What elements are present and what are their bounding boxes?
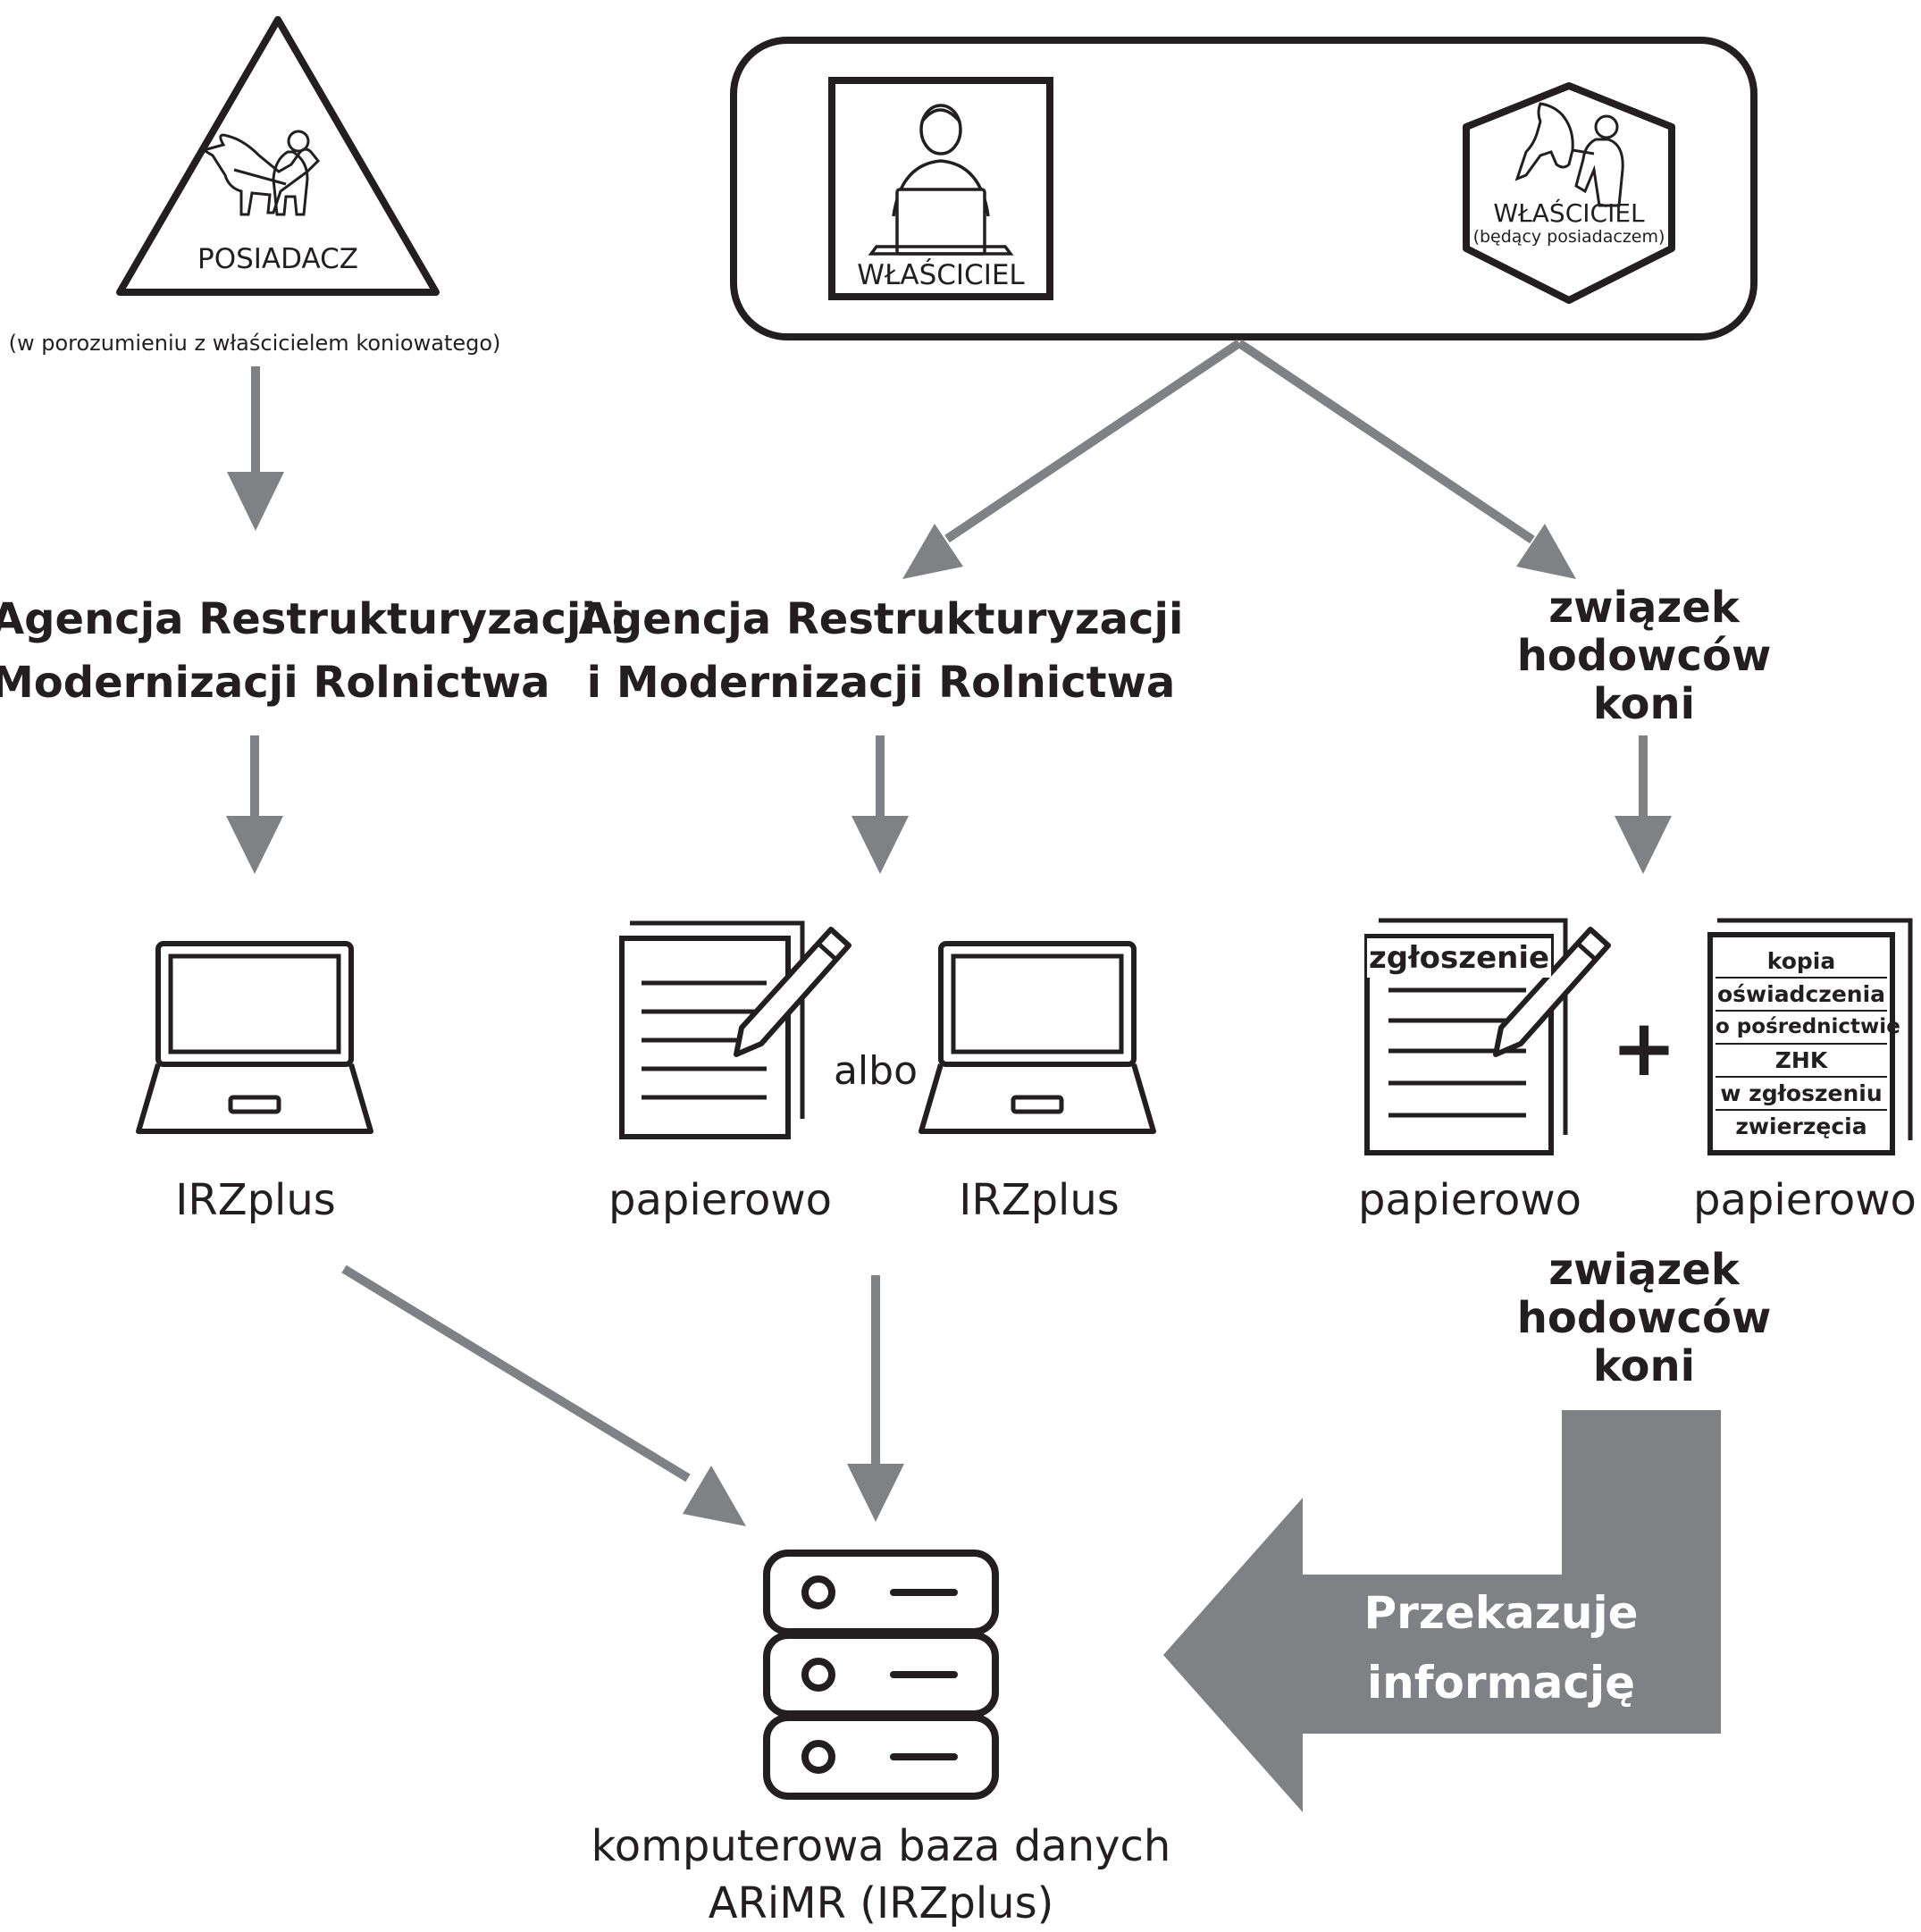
flow-arrows <box>226 339 1672 1526</box>
arrow-agency-left-to-irzplus <box>226 735 283 874</box>
arrow-union-to-documents <box>1615 735 1672 874</box>
copy-doc-line: o pośrednictwie <box>1715 1012 1900 1045</box>
document-pen-icon <box>619 920 851 1139</box>
keeper-note: (w porozumieniu z właścicielem koniowate… <box>8 331 501 356</box>
arrow-middle-to-database <box>847 1275 904 1522</box>
copy-doc-line: oświadczenia <box>1715 979 1887 1012</box>
agency-middle-line2: i Modernizacji Rolnictwa <box>586 658 1176 708</box>
arrow-keeper-to-agency <box>227 366 284 531</box>
owner-frame <box>828 77 1053 300</box>
paper-middle-label: papierowo <box>608 1175 832 1225</box>
form-title: zgłoszenie <box>1367 938 1551 978</box>
union-bottom-line3: koni <box>1592 1341 1696 1391</box>
owner-keeper-hexagon <box>1463 82 1675 304</box>
union-bottom-line1: związek <box>1548 1245 1740 1295</box>
irzplus-middle-label: IRZplus <box>959 1175 1120 1225</box>
transfer-line1: Przekazuje <box>1363 1587 1639 1639</box>
union-bottom-line2: hodowców <box>1516 1293 1772 1343</box>
paper-right-label-2: papierowo <box>1693 1175 1917 1225</box>
copy-doc-text: kopia oświadczenia o pośrednictwie ZHK w… <box>1715 945 1900 1142</box>
database-label-line1: komputerowa baza danych <box>591 1821 1171 1871</box>
server-database-icon <box>763 1550 999 1800</box>
arrow-irzplus-to-database <box>341 1264 746 1526</box>
agency-left-line2: Modernizacji Rolnictwa <box>0 658 550 708</box>
keeper-triangle <box>116 16 440 296</box>
owner-keeper-note: (będący posiadaczem) <box>1472 227 1665 247</box>
database-label-line2: ARiMR (IRZplus) <box>708 1878 1054 1928</box>
arrow-agency-middle-to-options <box>851 735 909 874</box>
owner-keeper-label: WŁAŚCICIEL <box>1493 198 1645 228</box>
owner-label: WŁAŚCICIEL <box>857 259 1025 291</box>
union-top-line3: koni <box>1592 679 1696 729</box>
agency-middle-line1: Agencja Restrukturyzacji <box>578 594 1184 644</box>
transfer-line2: informację <box>1366 1657 1636 1709</box>
union-top-line2: hodowców <box>1516 631 1772 681</box>
plus-sign: + <box>1611 1002 1677 1094</box>
paper-right-label-1: papierowo <box>1358 1175 1581 1225</box>
union-top-line1: związek <box>1548 583 1740 633</box>
horse-owner-icon <box>1514 102 1624 207</box>
keeper-label: POSIADACZ <box>197 243 358 275</box>
copy-doc-line: ZHK <box>1715 1045 1887 1078</box>
irzplus-left-label: IRZplus <box>175 1175 336 1225</box>
albo-label: albo <box>833 1048 919 1094</box>
transfer-arrow <box>1163 1410 1721 1812</box>
owner-box <box>730 37 1757 340</box>
laptop-icon-left <box>138 944 371 1131</box>
copy-doc-line: kopia <box>1715 945 1887 979</box>
horse-handler-icon <box>200 130 321 216</box>
laptop-icon-middle <box>921 944 1153 1131</box>
person-laptop-icon <box>868 104 1014 256</box>
copy-doc-line: zwierzęcia <box>1735 1113 1867 1139</box>
arrow-owner-to-union <box>1237 339 1576 579</box>
arrow-owner-to-agency <box>902 339 1242 579</box>
copy-doc-line: w zgłoszeniu <box>1715 1078 1887 1111</box>
agency-left-line1: Agencja Restrukturyzacji i <box>0 594 625 644</box>
